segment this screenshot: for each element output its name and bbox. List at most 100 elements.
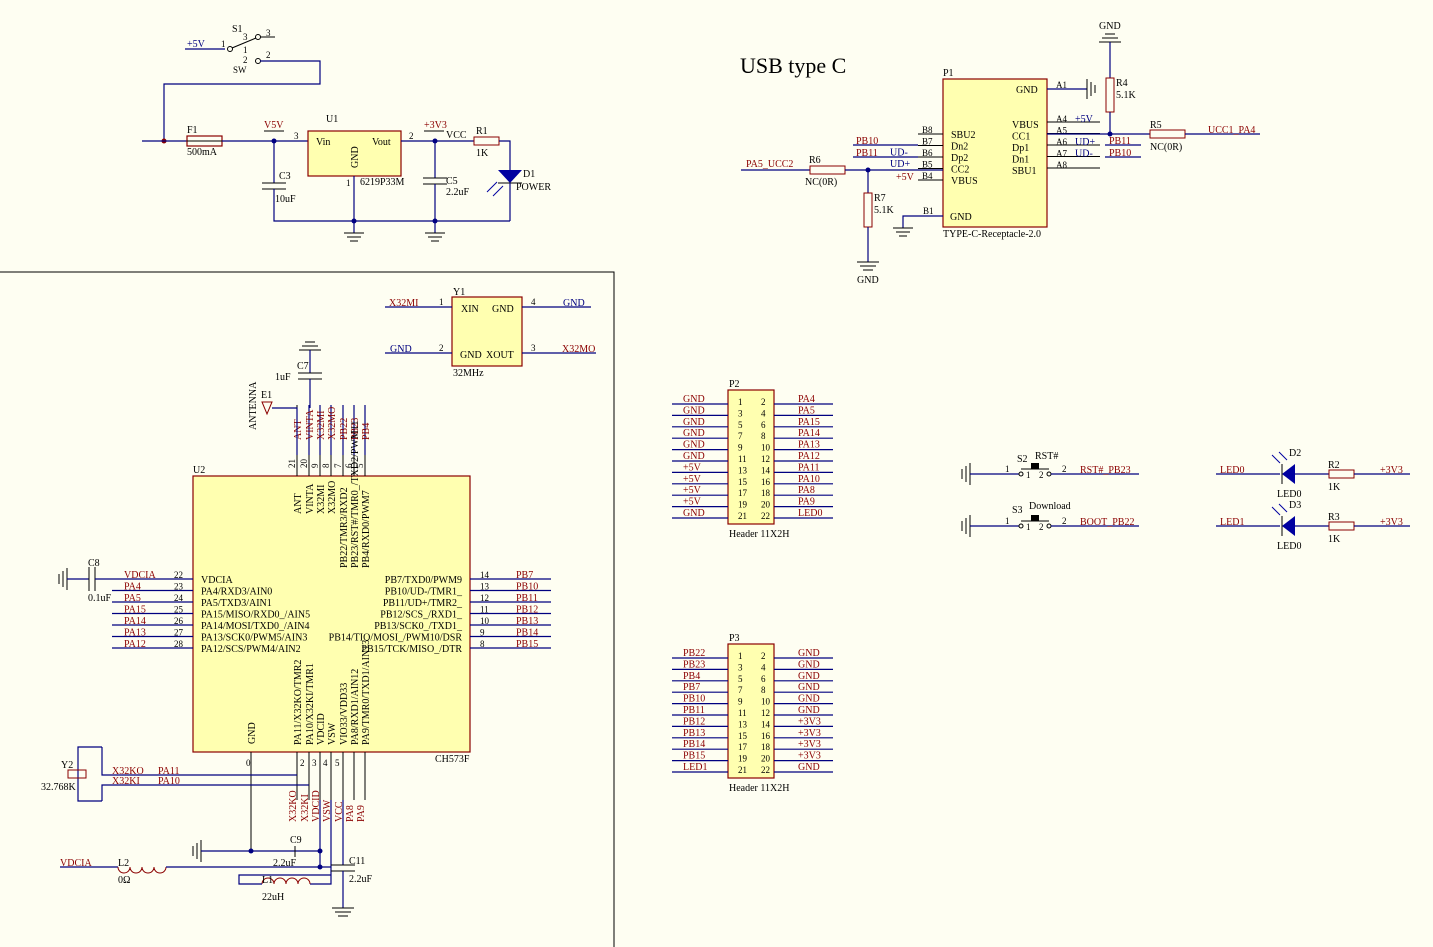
svg-text:P1: P1 xyxy=(943,68,954,79)
usb-section: P1 TYPE-C-Receptacle-2.0 GND GND B1 A1 S… xyxy=(741,21,1260,286)
schematic-title: USB type C xyxy=(740,53,846,78)
net-label: GND xyxy=(798,694,820,705)
ground-icon xyxy=(332,907,354,917)
svg-text:ANTENNA: ANTENNA xyxy=(248,381,259,430)
net-label: PB23 xyxy=(683,659,705,670)
net-label: +3V3 xyxy=(798,739,821,750)
net-label: PB15 xyxy=(516,639,538,650)
svg-text:PA11: PA11 xyxy=(158,766,180,777)
svg-text:1: 1 xyxy=(1026,470,1031,480)
led-d2-icon xyxy=(1271,451,1295,484)
ground-icon xyxy=(961,463,971,485)
svg-text:S3: S3 xyxy=(1012,505,1023,516)
net-label: PA8 xyxy=(345,805,356,822)
pin-number: 20 xyxy=(299,459,309,469)
svg-text:R3: R3 xyxy=(1328,512,1340,523)
header-p2-body xyxy=(727,389,775,525)
pin-label: PA4/RXD3/AIN0 xyxy=(201,587,272,598)
ground-icon xyxy=(961,515,971,537)
svg-text:PB10: PB10 xyxy=(1109,148,1131,159)
net-label: GND xyxy=(798,682,820,693)
net-label: UD- xyxy=(1075,149,1093,160)
pin-number: 1 xyxy=(738,651,743,661)
svg-text:Header 11X2H: Header 11X2H xyxy=(729,783,789,794)
svg-text:2: 2 xyxy=(1039,470,1044,480)
svg-text:POWER: POWER xyxy=(516,182,551,193)
pin-number: 3 xyxy=(738,662,743,672)
pin-label: VIO33/VDD33 xyxy=(339,683,350,745)
net-label: UD- xyxy=(890,148,908,159)
net-label: PB13 xyxy=(516,616,538,627)
net-label: PA4 xyxy=(124,582,141,593)
pin-label: PA10/X32KI/TMR1 xyxy=(305,663,316,745)
svg-text:X32KO: X32KO xyxy=(112,766,144,777)
pin-number: 21 xyxy=(738,511,747,521)
s1-label: SW xyxy=(233,65,247,75)
net-vcc: VCC xyxy=(446,130,467,141)
usb-c-connector-p1 xyxy=(942,78,1048,228)
pin-number: 20 xyxy=(761,754,771,764)
pin-number: 19 xyxy=(738,754,748,764)
pin-label: SBU2 xyxy=(951,130,975,141)
pin-number: A8 xyxy=(1056,160,1067,170)
pin-number: 12 xyxy=(480,593,489,603)
net-label: GND xyxy=(683,428,705,439)
mcu-section: U2 CH573F ANT21ANTVINTA20VINTAX32MI9X32M… xyxy=(41,341,551,917)
pin-label: PA14/MOSI/TXD0_/AIN4 xyxy=(201,621,310,632)
net-label: VDCIA xyxy=(124,570,156,581)
net-label: VSW xyxy=(322,799,333,822)
resistor-r7 xyxy=(863,192,873,228)
svg-text:R5: R5 xyxy=(1150,120,1162,131)
svg-text:1: 1 xyxy=(346,178,351,188)
net-label: PA12 xyxy=(124,639,146,650)
ground-icon xyxy=(1086,79,1096,99)
pin-number: B6 xyxy=(922,148,933,158)
pin-label: PB11/UD+/TMR2_ xyxy=(383,598,463,609)
svg-text:2: 2 xyxy=(266,50,271,60)
svg-text:D3: D3 xyxy=(1289,500,1301,511)
pin-label: PA8/RXD1/AIN12 xyxy=(350,669,361,745)
pin-number: 4 xyxy=(761,408,766,418)
net-label: PB11 xyxy=(683,705,705,716)
net-label: GND xyxy=(798,762,820,773)
pin-number: 11 xyxy=(738,708,747,718)
pin-number: 15 xyxy=(738,477,748,487)
net-v5v: V5V xyxy=(264,120,284,131)
pin-number: 21 xyxy=(738,765,747,775)
svg-text:+3V3: +3V3 xyxy=(1380,465,1403,476)
svg-text:R7: R7 xyxy=(874,193,886,204)
svg-text:3: 3 xyxy=(531,343,536,353)
svg-text:3: 3 xyxy=(266,28,271,38)
pin-number: 11 xyxy=(738,454,747,464)
svg-text:Y1: Y1 xyxy=(453,287,465,298)
resistor-r5 xyxy=(1149,129,1186,139)
pin-number: 5 xyxy=(335,758,340,768)
svg-text:LED1: LED1 xyxy=(1220,517,1244,528)
resistor-r3 xyxy=(1328,521,1355,531)
svg-text:+5V: +5V xyxy=(896,172,915,183)
pin-number: B5 xyxy=(922,160,933,170)
pin-number: 19 xyxy=(738,500,748,510)
net-label: VINTA xyxy=(305,409,316,440)
net-label: PA10 xyxy=(798,474,820,485)
pin-number: 13 xyxy=(738,465,748,475)
net-label: PB14 xyxy=(683,739,705,750)
net-label: +3V3 xyxy=(798,751,821,762)
pin-number: 10 xyxy=(761,443,771,453)
net-plus5v: +5V xyxy=(187,39,206,50)
pin-number: 16 xyxy=(761,731,771,741)
net-label: PB11 xyxy=(516,593,538,604)
pin-label: VDCIA xyxy=(201,575,233,586)
pin-number: 9 xyxy=(480,628,485,638)
pin-number: 6 xyxy=(761,674,766,684)
crystal-y1-body xyxy=(451,296,523,367)
crystal-y1: Y1 32MHz XIN GND GND XOUT X32MI 1 GND 2 … xyxy=(385,287,596,379)
net-label: PB13 xyxy=(683,728,705,739)
net-label: PA9 xyxy=(798,497,815,508)
button-s3: 1 S3 Download 1 2 2 BOOT_PB22 xyxy=(961,501,1139,537)
net-label: GND xyxy=(683,508,705,519)
pin-number: 9 xyxy=(738,697,743,707)
